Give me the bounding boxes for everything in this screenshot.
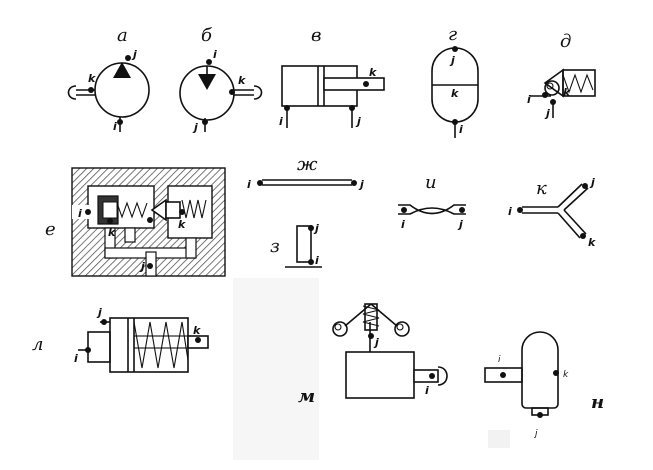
- label-l: л: [32, 334, 43, 355]
- port-j: j: [131, 48, 137, 61]
- label-b: б: [201, 25, 213, 46]
- port-i: i: [527, 93, 531, 106]
- bg-patch: [233, 278, 319, 460]
- port-i: i: [113, 120, 117, 133]
- label-m: м: [298, 386, 315, 407]
- element-v-cylinder: в k i j: [279, 25, 385, 128]
- port-k: k: [178, 218, 186, 231]
- port-k: k: [238, 74, 246, 87]
- port-j: j: [96, 306, 102, 319]
- port-j: j: [589, 176, 595, 189]
- port-j: j: [355, 115, 361, 128]
- label-k: к: [536, 178, 547, 199]
- port-k: k: [563, 86, 571, 99]
- label-zh: ж: [297, 154, 318, 175]
- port-k: k: [369, 66, 377, 79]
- element-g-accumulator: г j k i: [431, 24, 479, 138]
- element-k-tee: к i j k: [508, 176, 596, 249]
- element-m-regulator: м j i: [298, 303, 448, 407]
- element-l-spring-cylinder: л j i k: [32, 306, 209, 373]
- port-i: i: [213, 48, 217, 61]
- label-d: д: [560, 31, 571, 52]
- label-i: и: [425, 172, 437, 193]
- element-d-valve: д i j k: [527, 31, 596, 120]
- port-j: j: [533, 429, 538, 439]
- port-j: j: [544, 107, 550, 120]
- port-k: k: [88, 72, 96, 85]
- port-k: k: [588, 236, 596, 249]
- port-i: i: [315, 254, 319, 267]
- element-i-throttle: и i j: [398, 172, 466, 231]
- port-j: j: [139, 260, 145, 273]
- port-j: j: [192, 121, 198, 134]
- port-k: k: [193, 324, 201, 337]
- label-v: в: [311, 25, 321, 46]
- port-j: j: [313, 222, 319, 235]
- port-i: i: [78, 207, 82, 220]
- port-k: k: [108, 226, 116, 239]
- port-i: i: [247, 178, 251, 191]
- label-a: а: [117, 25, 128, 46]
- port-i: i: [279, 115, 283, 128]
- port-i: i: [401, 218, 405, 231]
- port-j: j: [358, 178, 364, 191]
- port-i: i: [459, 123, 463, 136]
- label-z: з: [270, 236, 280, 257]
- bg-patch: [488, 430, 510, 448]
- element-a-pump: а j k i: [67, 25, 150, 133]
- element-b-motor: б i k j: [179, 25, 263, 134]
- element-zh-pipe: ж i j: [247, 154, 364, 191]
- port-i: i: [74, 352, 78, 365]
- port-j: j: [457, 218, 463, 231]
- element-n-vessel: н i k j: [484, 331, 604, 439]
- port-i: i: [498, 355, 501, 365]
- port-i: i: [425, 384, 429, 397]
- port-k: k: [451, 87, 459, 100]
- label-n: н: [591, 392, 604, 413]
- port-j: j: [373, 336, 379, 349]
- element-e-valve-assembly: е i k k j: [45, 167, 226, 277]
- port-i: i: [508, 205, 512, 218]
- port-j: j: [449, 54, 455, 67]
- label-e: е: [45, 219, 56, 240]
- element-z-short-pipe: з j i: [270, 222, 322, 268]
- label-g: г: [448, 24, 457, 45]
- port-k: k: [563, 370, 569, 380]
